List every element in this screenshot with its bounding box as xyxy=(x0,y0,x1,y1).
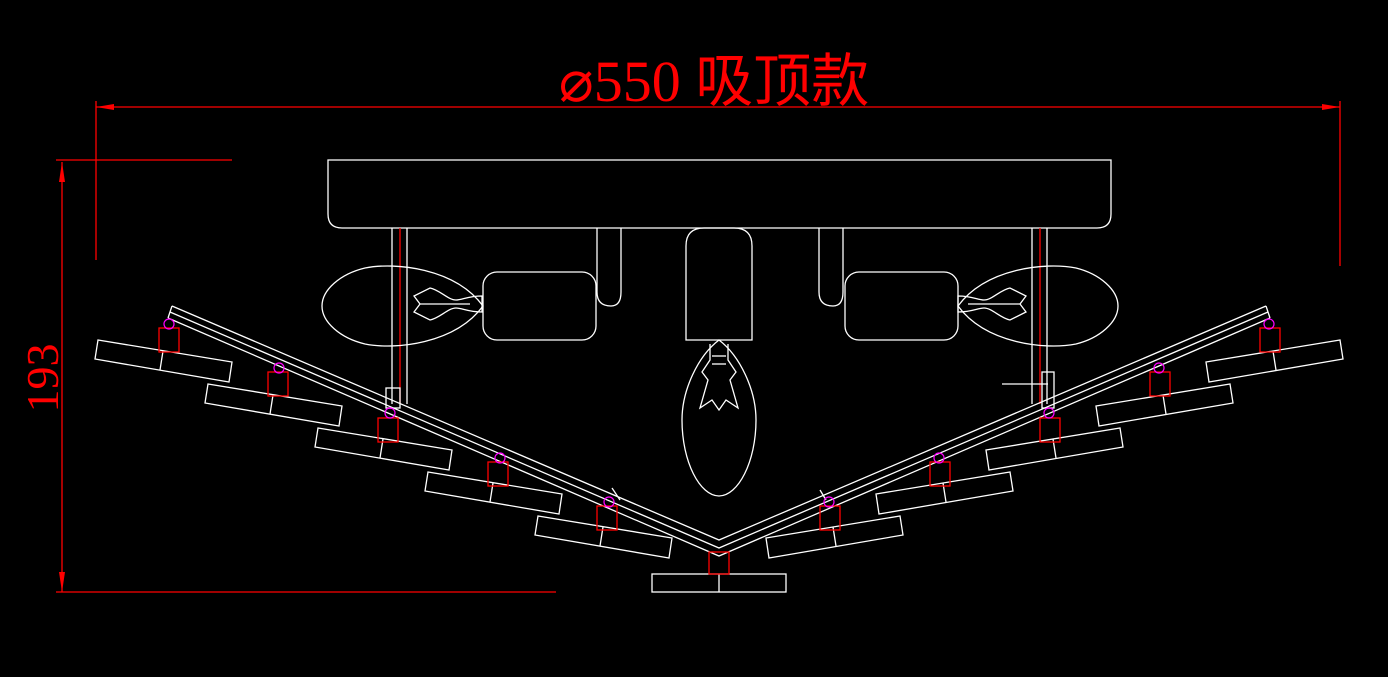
left-candle-3 xyxy=(314,407,453,471)
left-candle-1 xyxy=(94,318,233,383)
ceiling-canopy xyxy=(327,159,1112,229)
drawing-title: ⌀550 吸顶款 xyxy=(559,49,869,114)
left-candle-4 xyxy=(424,452,563,515)
height-label: 193 xyxy=(17,344,68,413)
right-lamp xyxy=(818,228,1119,347)
left-candle-5 xyxy=(534,496,673,559)
right-candle-arms xyxy=(765,318,1344,559)
width-dimension xyxy=(95,101,1341,266)
left-lamp xyxy=(321,228,622,347)
center-candle xyxy=(651,551,787,593)
support-rods xyxy=(385,228,1055,409)
center-lamp xyxy=(681,227,757,497)
right-candle-3 xyxy=(985,407,1124,471)
right-candle-2 xyxy=(875,452,1014,515)
right-candle-5 xyxy=(1205,318,1344,383)
right-candle-4 xyxy=(1095,362,1234,427)
height-dimension xyxy=(56,159,556,593)
v-arm xyxy=(167,305,1271,557)
left-candle-arms xyxy=(94,318,673,559)
right-candle-1 xyxy=(765,496,904,559)
left-candle-2 xyxy=(204,362,343,427)
